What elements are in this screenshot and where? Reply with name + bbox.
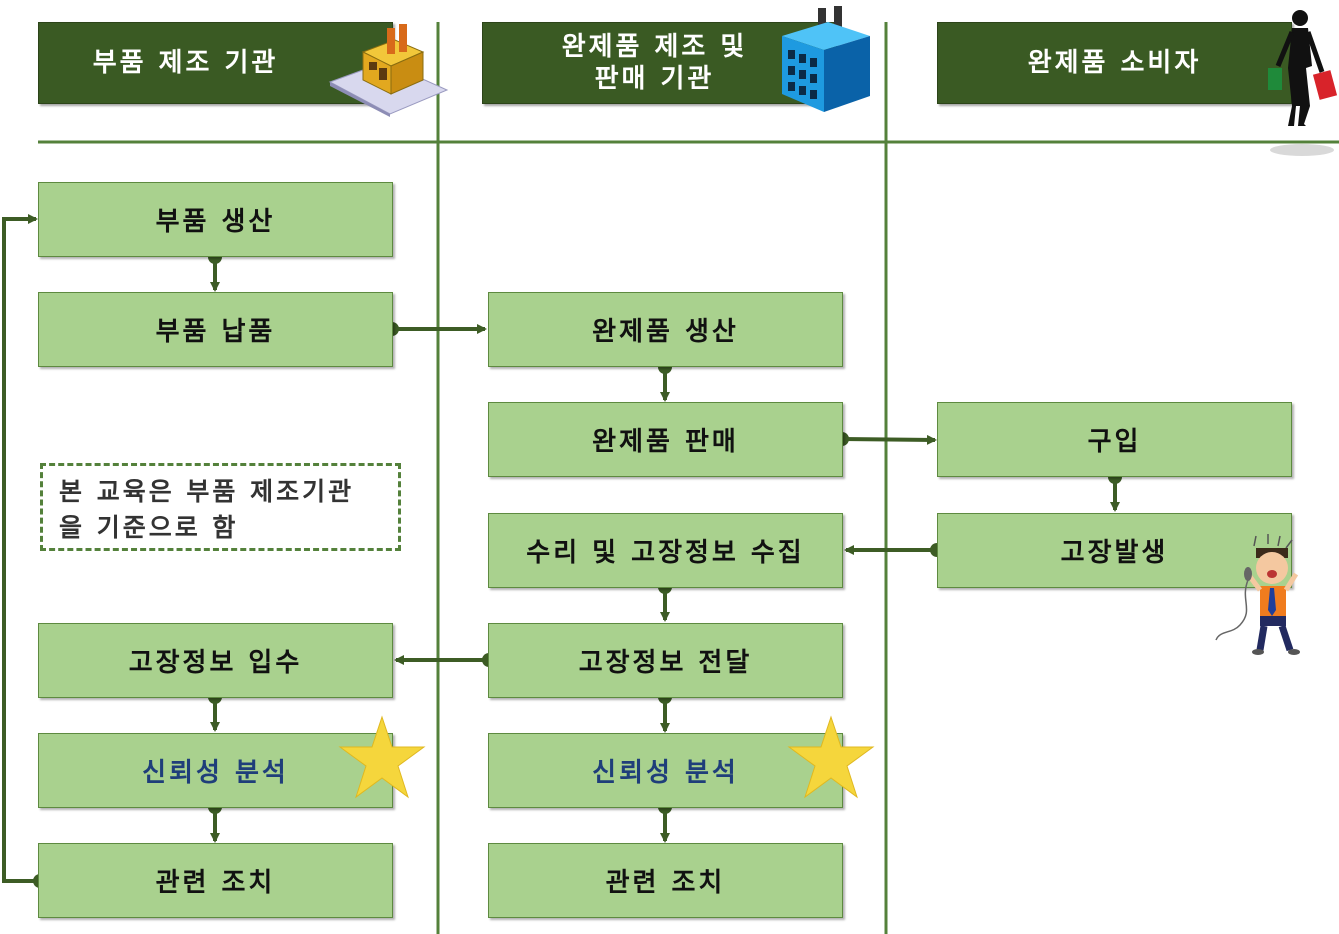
box-failure-info-receipt: 고장정보 입수 — [38, 623, 393, 698]
angry-person-icon — [1215, 534, 1300, 655]
box-purchase: 구입 — [937, 402, 1292, 477]
box-repair-collect-label: 수리 및 고장정보 수집 — [526, 538, 805, 568]
box-related-action-2-label: 관련 조치 — [605, 868, 726, 898]
note-box: 본 교육은 부품 제조기관 을 기준으로 함 — [40, 463, 401, 551]
box-reliability-analysis-2-label: 신뢰성 분석 — [592, 758, 739, 788]
connector-sales-purchase — [841, 434, 937, 445]
box-failure-info-transfer: 고장정보 전달 — [488, 623, 843, 698]
box-failure-occurrence: 고장발생 — [937, 513, 1292, 588]
header-product-maker-label: 완제품 제조 및 판매 기관 — [561, 32, 748, 94]
box-product-sales: 완제품 판매 — [488, 402, 843, 477]
note-text: 본 교육은 부품 제조기관 을 기준으로 함 — [59, 477, 355, 542]
box-parts-production: 부품 생산 — [38, 182, 393, 257]
connector-feedback-loop — [2, 214, 40, 883]
star-icon — [787, 715, 875, 799]
header-consumer-label: 완제품 소비자 — [1027, 48, 1202, 78]
box-related-action-1: 관련 조치 — [38, 843, 393, 918]
box-product-production-label: 완제품 생산 — [592, 317, 739, 347]
box-product-sales-label: 완제품 판매 — [592, 427, 739, 457]
box-parts-delivery: 부품 납품 — [38, 292, 393, 367]
star-icon — [338, 715, 426, 799]
box-reliability-analysis-2: 신뢰성 분석 — [488, 733, 843, 808]
factory-icon — [328, 24, 449, 117]
box-failure-occurrence-label: 고장발생 — [1060, 538, 1169, 568]
box-product-production: 완제품 생산 — [488, 292, 843, 367]
box-repair-collect: 수리 및 고장정보 수집 — [488, 513, 843, 588]
box-reliability-analysis-1-label: 신뢰성 분석 — [142, 758, 289, 788]
box-reliability-analysis-1: 신뢰성 분석 — [38, 733, 393, 808]
box-parts-delivery-label: 부품 납품 — [155, 317, 276, 347]
box-related-action-1-label: 관련 조치 — [155, 868, 276, 898]
box-related-action-2: 관련 조치 — [488, 843, 843, 918]
box-purchase-label: 구입 — [1087, 427, 1142, 457]
box-parts-production-label: 부품 생산 — [155, 207, 276, 237]
header-consumer: 완제품 소비자 — [937, 22, 1292, 104]
header-parts-maker-label: 부품 제조 기관 — [92, 48, 279, 78]
header-product-maker: 완제품 제조 및 판매 기관 — [482, 22, 837, 104]
shopper-icon — [1268, 10, 1338, 156]
box-failure-info-transfer-label: 고장정보 전달 — [578, 648, 753, 678]
building-icon — [782, 6, 870, 112]
box-failure-info-receipt-label: 고장정보 입수 — [128, 648, 303, 678]
header-parts-maker: 부품 제조 기관 — [38, 22, 393, 104]
